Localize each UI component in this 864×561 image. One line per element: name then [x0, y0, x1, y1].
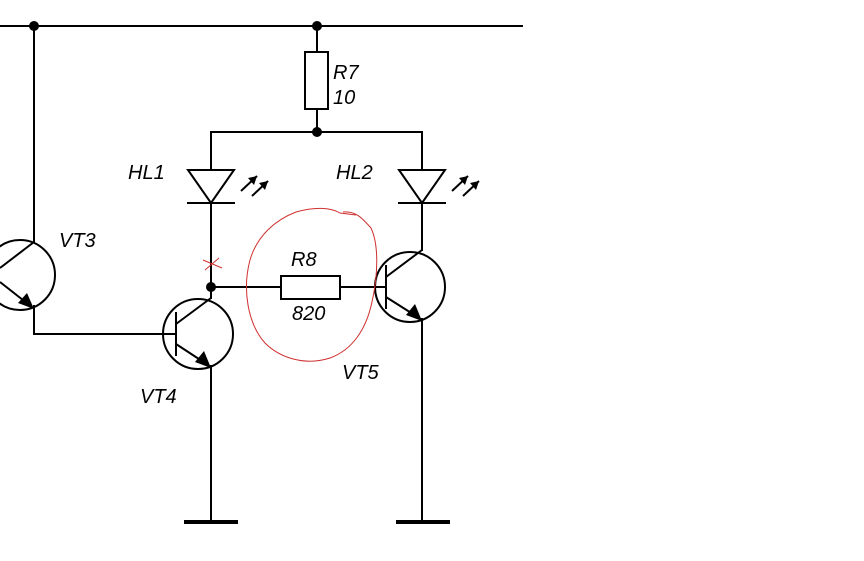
supply-rail	[0, 21, 523, 31]
led-bus	[210, 131, 423, 171]
led-hl2	[397, 169, 447, 251]
red-annotation-circle	[245, 207, 378, 362]
resistor-r8	[210, 275, 387, 300]
transistor-vt4	[162, 282, 234, 522]
transistor-vt3	[0, 25, 164, 335]
r8-value-label: 820	[292, 303, 325, 325]
hl1-ref-label: HL1	[128, 162, 165, 184]
light-emission-icon	[451, 175, 480, 197]
vt5-ref-label: VT5	[342, 362, 380, 384]
resistor-r7	[304, 25, 329, 137]
r7-value-label: 10	[333, 87, 355, 109]
light-emission-icon	[240, 175, 269, 197]
r7-ref-label: R7	[333, 62, 359, 84]
vt4-ref-label: VT4	[140, 386, 177, 408]
r8-ref-label: R8	[291, 249, 317, 271]
transistor-vt5	[374, 249, 446, 522]
red-cross-mark	[202, 257, 223, 271]
hl2-ref-label: HL2	[336, 162, 373, 184]
led-hl1	[186, 169, 236, 288]
vt3-ref-label: VT3	[59, 230, 96, 252]
